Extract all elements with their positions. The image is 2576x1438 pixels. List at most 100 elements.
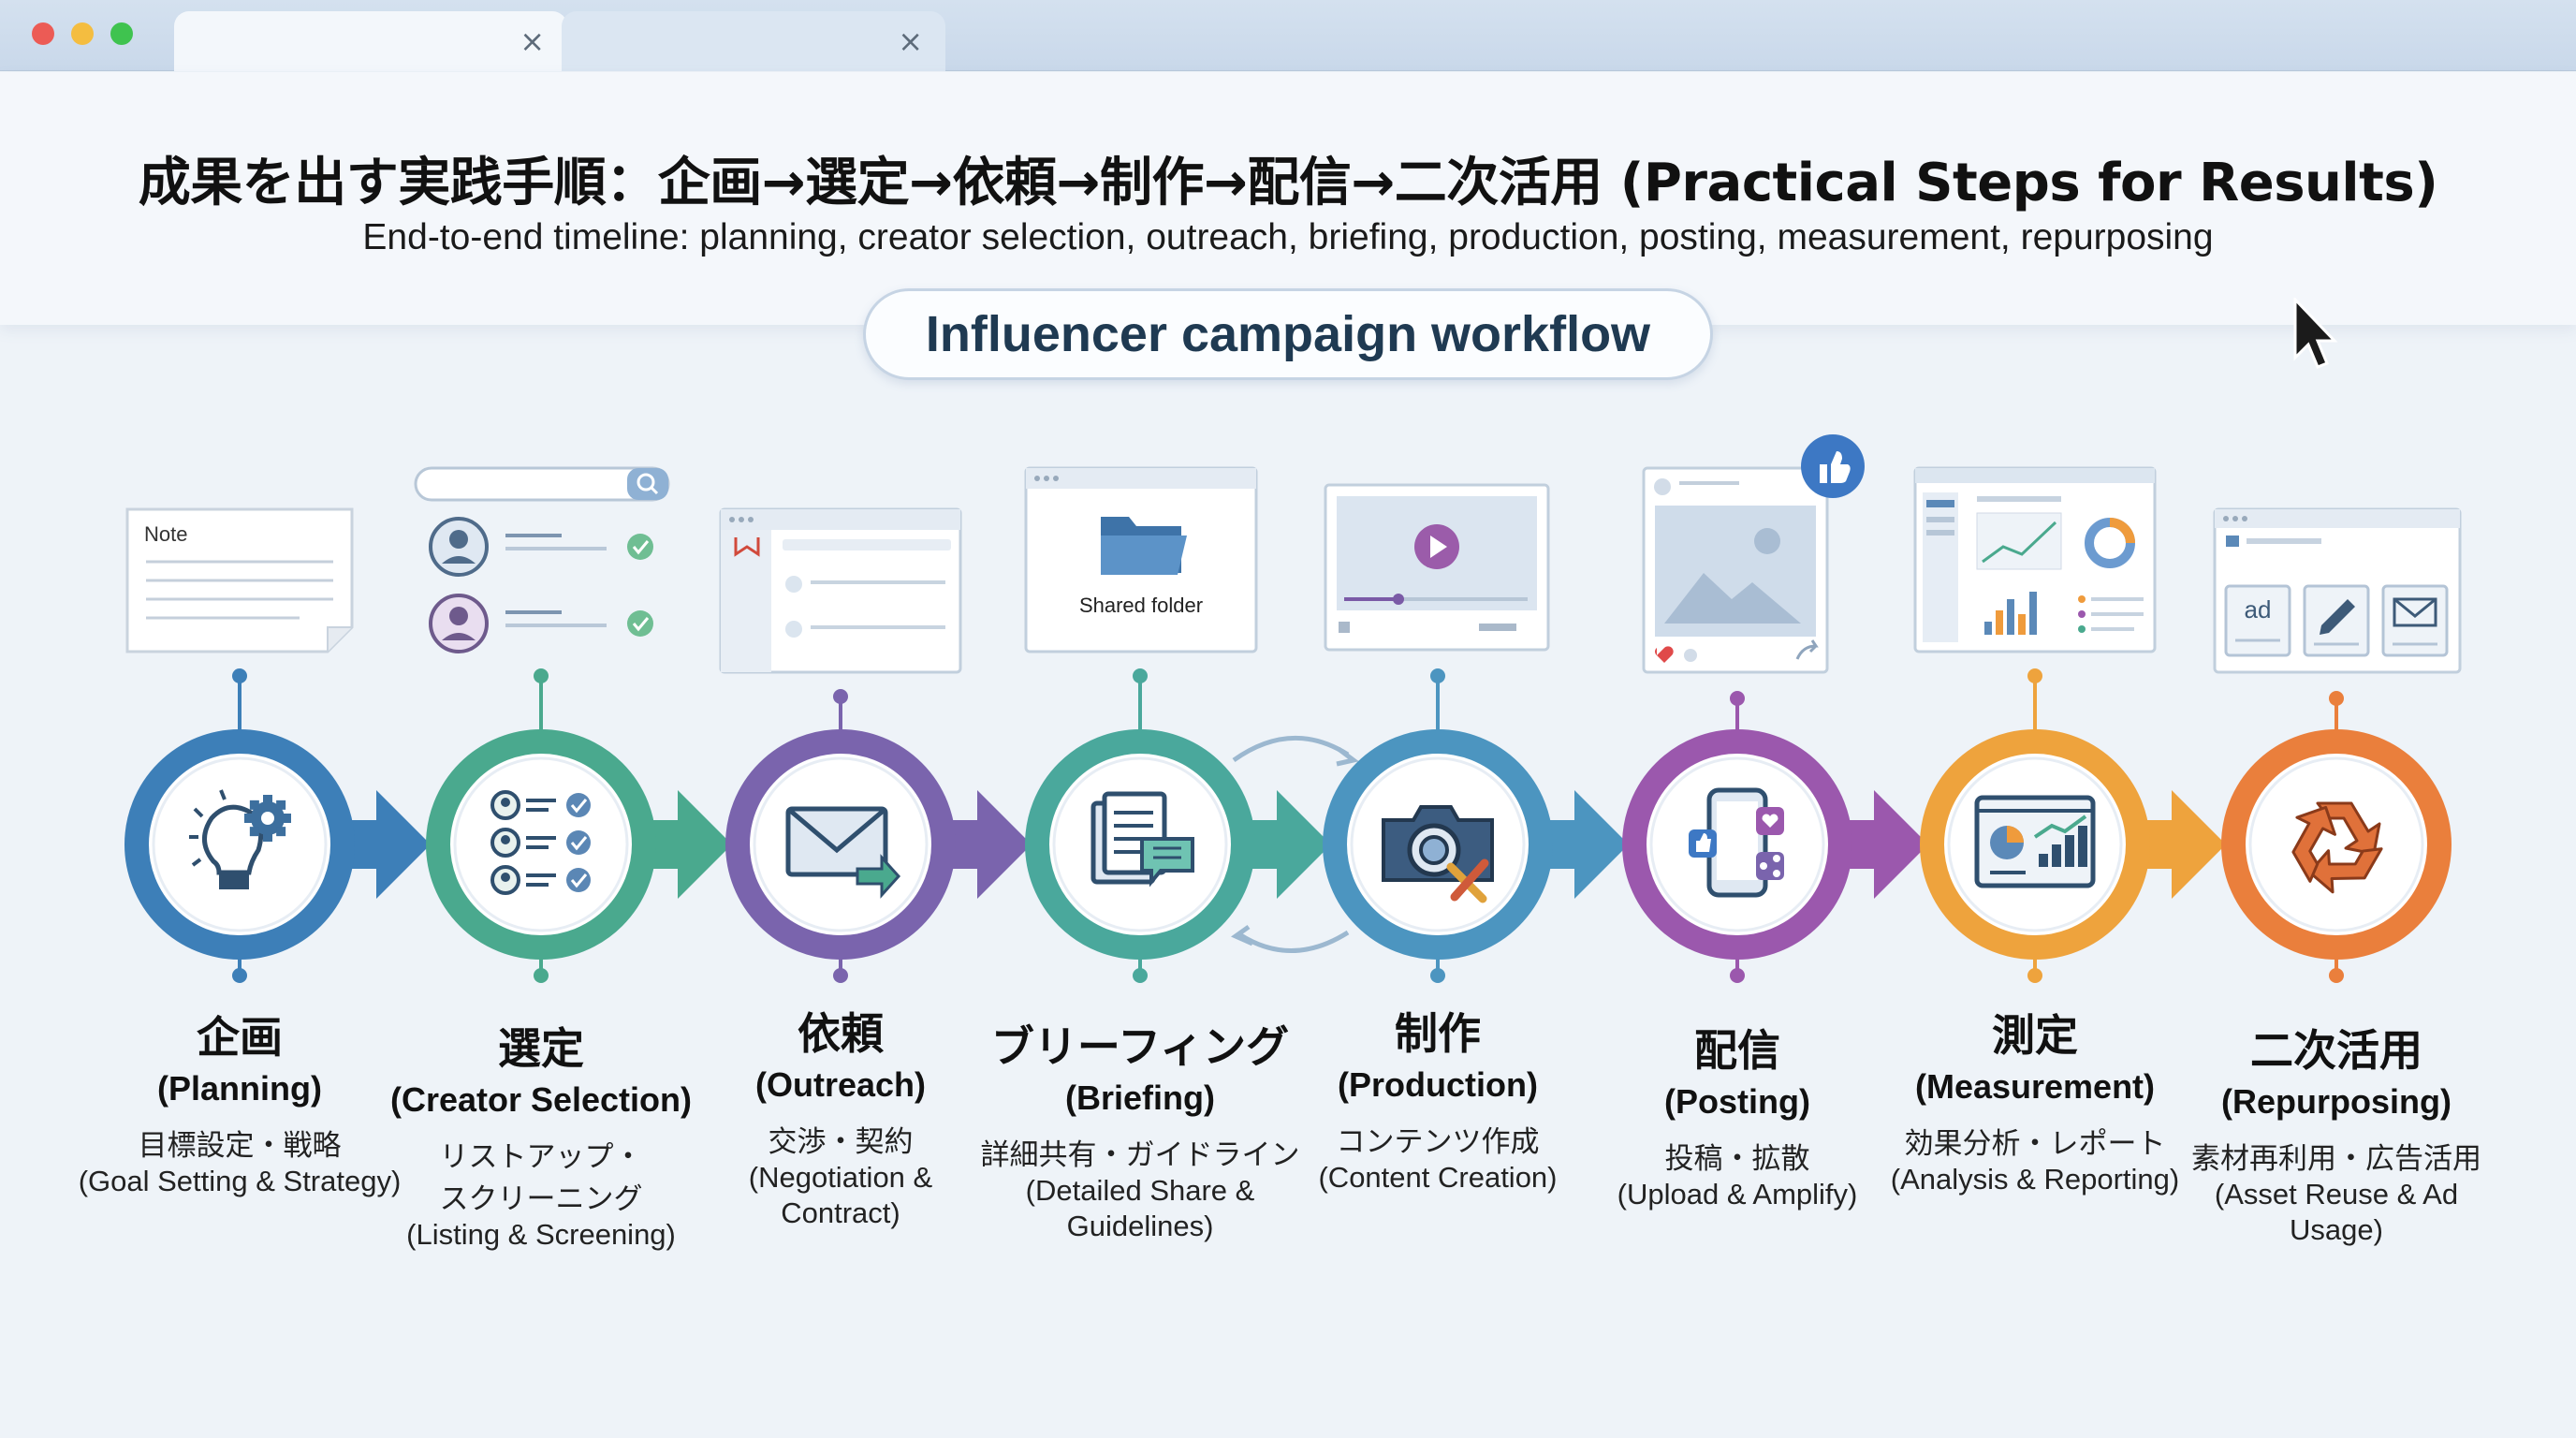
recycle-icon (2291, 801, 2383, 894)
mouse-cursor-icon (2293, 298, 2338, 369)
envelope-send-icon (785, 806, 901, 899)
workflow-badge: Influencer campaign workflow (863, 288, 1713, 380)
step-jp: ブリーフィング (990, 1021, 1290, 1072)
cycle-arrow-bottom-head (1230, 924, 1254, 946)
step-jp: 配信 (1694, 1025, 1780, 1076)
step-jp: 測定 (1992, 1010, 2078, 1061)
line-chart-icon (1982, 521, 2057, 564)
phone-social-icon (1689, 787, 1784, 898)
step-desc-en: (Content Creation) (1318, 1161, 1558, 1194)
step-desc-en: (Upload & Amplify) (1617, 1178, 1858, 1211)
step-desc-jp: 投稿・拡散 (1664, 1142, 1810, 1176)
cycle-arrow-top-head (1336, 747, 1359, 767)
step-desc-jp: 目標設定・戦略 (138, 1129, 342, 1163)
share-icon (1795, 639, 1819, 660)
step-jp: 二次活用 (2250, 1025, 2422, 1076)
social-post-card (1642, 434, 1865, 674)
heart-icon (1655, 646, 1674, 663)
step-label-1: 企画(Planning)目標設定・戦略(Goal Setting & Strat… (71, 1004, 408, 1199)
step-desc-jp: 交渉・契約 (768, 1125, 914, 1159)
step-jp: 依頼 (798, 1008, 884, 1059)
step-label-4: ブリーフィング (Briefing) 詳細共有・ガイドライン(Detailed Sh… (972, 1013, 1309, 1244)
step-label-5: 制作 (Production) コンテンツ作成(Content Creation) (1269, 1000, 1606, 1196)
step-label-8: 二次活用(Repurposing)素材再利用・広告活用(Asset Reuse … (2168, 1017, 2505, 1248)
browser-tab-active[interactable]: × (174, 11, 567, 71)
connector-dot (1730, 691, 1745, 706)
connector-dot (833, 968, 848, 983)
connector-dot (2329, 691, 2344, 706)
step-en: (Production) (1338, 1065, 1538, 1104)
maximize-window-dot[interactable] (110, 22, 133, 45)
step-desc-en: (Detailed Share & Guidelines) (1025, 1174, 1255, 1242)
check-icon (627, 534, 653, 560)
flow-arrow (1520, 790, 1629, 899)
step-desc-en: (Analysis & Reporting) (1890, 1163, 2180, 1196)
step-desc-en: (Listing & Screening) (406, 1218, 676, 1251)
folder-label: Shared folder (1079, 594, 1203, 617)
flow-arrow (623, 790, 732, 899)
step-desc-jp: リストアップ・ スクリーニング (439, 1140, 643, 1216)
camera-tools-icon (1382, 805, 1494, 903)
minimize-window-dot[interactable] (71, 22, 94, 45)
flow-arrow (322, 790, 431, 899)
connector-dot (1133, 668, 1148, 683)
analytics-dashboard-card (1913, 466, 2157, 653)
close-window-dot[interactable] (32, 22, 54, 45)
step-desc-en: (Negotiation & Contract) (748, 1161, 933, 1229)
bar-chart-icon (1984, 622, 1992, 635)
document-chat-icon (1090, 791, 1194, 888)
ad-assets-card: ad (2213, 507, 2462, 674)
connector-dot (232, 968, 247, 983)
note-card: Note (125, 507, 354, 653)
step-jp: 制作 (1395, 1008, 1481, 1059)
step-label-7: 測定 (Measurement) 効果分析・レポート(Analysis & Repo… (1866, 1002, 2203, 1197)
cycle-arrow-top (1232, 736, 1350, 763)
creator-search-card (414, 466, 670, 653)
step-desc-jp: コンテンツ作成 (1336, 1125, 1540, 1159)
connector-dot (232, 668, 247, 683)
creator-list-icon (490, 790, 591, 895)
step-en: (Measurement) (1914, 1067, 2156, 1106)
page-title: 成果を出す実践手順：企画→選定→依頼→制作→配信→二次活用 (Practical… (138, 153, 2438, 213)
browser-chrome: × × (0, 0, 2576, 71)
step-en: (Creator Selection) (389, 1080, 693, 1119)
connector-dot (1430, 968, 1445, 983)
connector-dot (1133, 968, 1148, 983)
step-desc-jp: 効果分析・レポート (1904, 1127, 2166, 1161)
ad-label: ad (2245, 595, 2272, 624)
dashboard-chart-icon (1974, 795, 2096, 888)
step-en: (Posting) (1664, 1082, 1810, 1121)
connector-dot (833, 689, 848, 704)
tab-close-icon[interactable]: × (898, 23, 923, 59)
gmail-icon (734, 537, 760, 557)
step-label-6: 配信 (Posting) 投稿・拡散(Upload & Amplify) (1569, 1017, 1906, 1212)
connector-dot (2027, 968, 2042, 983)
note-label: Note (144, 522, 187, 546)
step-desc-en: (Goal Setting & Strategy) (78, 1165, 402, 1197)
step-en: (Repurposing) (2221, 1082, 2452, 1121)
header-band (0, 72, 2576, 325)
cycle-arrow-bottom (1237, 930, 1350, 953)
step-jp: 選定 (498, 1023, 584, 1074)
connector-dot (2329, 968, 2344, 983)
connector-dot (2027, 668, 2042, 683)
browser-tab-inactive[interactable]: × (562, 11, 945, 71)
step-label-2: 選定 (Creator Selection) リストアップ・ スクリーニング(Lis… (373, 1015, 710, 1253)
pencil-icon (2320, 599, 2355, 635)
connector-dot (1430, 668, 1445, 683)
flow-arrow (1820, 790, 1928, 899)
lightbulb-gear-icon (189, 789, 291, 889)
step-label-3: 依頼 (Outreach) 交渉・契約(Negotiation & Contract… (672, 1000, 1009, 1231)
step-desc-jp: 素材再利用・広告活用 (2191, 1142, 2481, 1176)
tab-close-icon[interactable]: × (520, 23, 545, 59)
step-en: (Briefing) (1065, 1078, 1215, 1117)
video-player-card (1324, 483, 1550, 652)
step-en: (Outreach) (754, 1065, 927, 1104)
step-en: (Planning) (157, 1069, 322, 1108)
flow-arrow (1222, 790, 1331, 899)
step-desc-jp: 詳細共有・ガイドライン (980, 1138, 1300, 1172)
shared-folder-card: Shared folder (1024, 466, 1258, 653)
flow-arrow (2117, 790, 2226, 899)
connector-dot (534, 968, 549, 983)
